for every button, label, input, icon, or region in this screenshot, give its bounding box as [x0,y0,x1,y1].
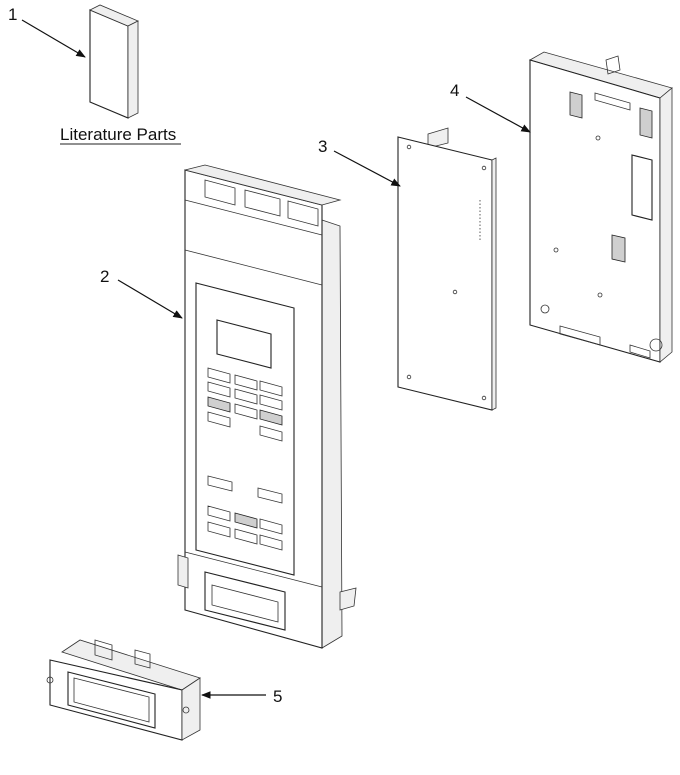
leader-line-1 [21,19,86,58]
literature-parts-label: Literature Parts [60,125,176,144]
leader-line-3 [333,150,401,187]
mounting-bracket-part [528,51,673,363]
leader-line-4 [465,96,531,133]
callout-4: 4 [450,81,459,100]
control-panel-part [177,164,357,649]
callout-1: 1 [8,5,17,24]
circuit-board-part [397,127,497,411]
door-release-button-part [46,639,201,741]
leader-line-2 [117,279,183,319]
callout-3: 3 [318,137,327,156]
literature-parts-card [89,4,139,119]
callout-5: 5 [273,687,282,706]
callout-2: 2 [100,267,109,286]
